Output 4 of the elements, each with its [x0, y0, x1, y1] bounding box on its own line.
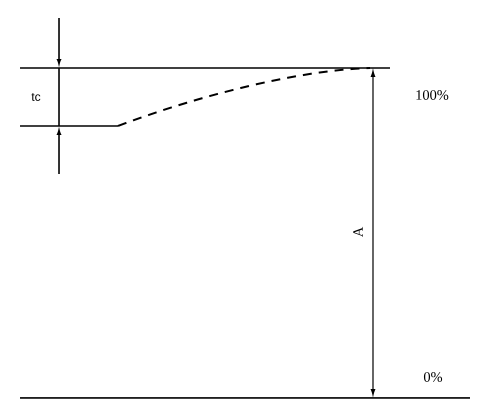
dimension-label: tc [32, 93, 40, 101]
dimension-label: A [353, 226, 363, 238]
level-label: 100% [416, 90, 448, 100]
level-label: 0% [424, 372, 442, 382]
